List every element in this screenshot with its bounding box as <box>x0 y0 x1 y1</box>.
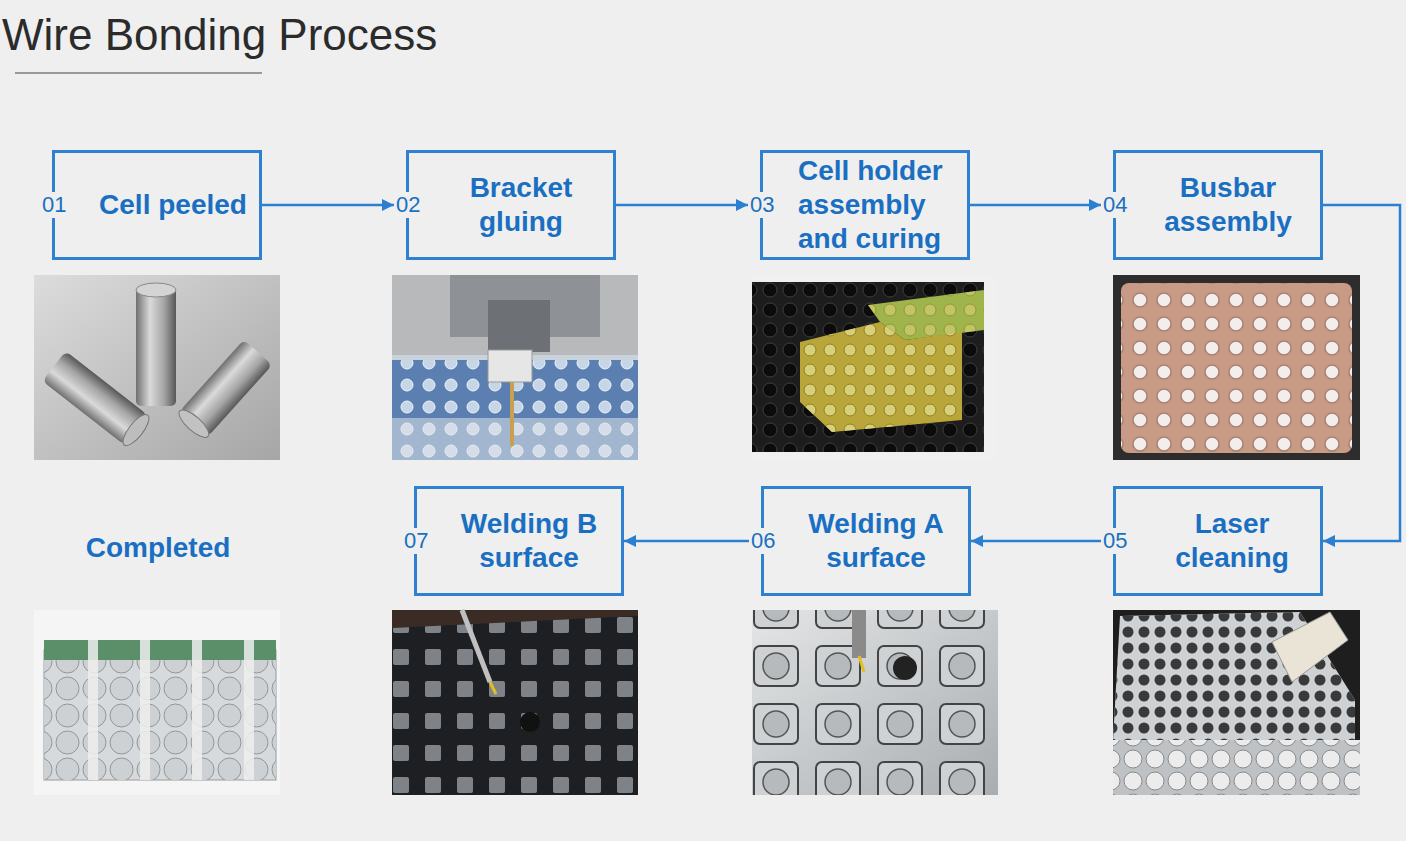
cell-holder <box>752 282 984 452</box>
laser-photo <box>1113 610 1360 795</box>
step-label: Bracket gluing <box>439 171 603 239</box>
step-label: Busbar assembly <box>1146 171 1310 239</box>
step-number: 04 <box>1101 192 1129 218</box>
pack-photo <box>34 610 280 795</box>
step-label: Welding B surface <box>447 507 611 575</box>
cell-cap <box>175 406 213 442</box>
busbar-holes <box>1121 283 1352 453</box>
process-box: 03Cell holder assembly and curing <box>760 150 970 260</box>
flow-arrow <box>971 540 1101 543</box>
gluing-photo <box>392 275 638 460</box>
step-number: 03 <box>748 192 776 218</box>
flow-arrow <box>616 204 748 207</box>
photo-background <box>392 275 638 460</box>
weld-pads <box>752 610 998 795</box>
process-box: 06Welding A surface <box>761 486 971 596</box>
pcb <box>44 640 276 660</box>
photo-background <box>1113 275 1360 460</box>
bond-wire <box>490 682 496 694</box>
plate-holes <box>1113 612 1355 740</box>
weld-a-photo <box>752 610 998 795</box>
process-box: 01Cell peeled <box>52 150 262 260</box>
step-label: Laser cleaning <box>1152 507 1312 575</box>
step-label: Welding A surface <box>794 507 958 575</box>
busbar-strip <box>88 640 98 780</box>
insulation-holes <box>800 322 962 432</box>
bond-head <box>462 610 490 682</box>
pack-body <box>44 650 276 780</box>
pack-cells <box>44 650 276 780</box>
step-label: Cell peeled <box>99 188 247 222</box>
title-underline <box>15 73 262 74</box>
process-box: 02Bracket gluing <box>406 150 616 260</box>
fiducial <box>520 712 540 732</box>
copper-busbar <box>1121 283 1352 453</box>
laser-head <box>1272 612 1348 682</box>
step-number: 02 <box>394 192 422 218</box>
holder-photo <box>752 275 998 460</box>
photo-background <box>392 610 638 795</box>
cell-tops <box>1113 740 1360 795</box>
photo-background <box>34 275 280 460</box>
flow-arrow <box>624 540 749 543</box>
step-number: 05 <box>1101 528 1129 554</box>
cell-body <box>136 286 176 406</box>
step-number: 01 <box>40 192 68 218</box>
holder-holes <box>752 282 984 452</box>
flow-arrow <box>1323 205 1400 541</box>
glue-needle <box>510 382 514 446</box>
insulation-sheet <box>800 322 962 432</box>
photo-background <box>752 610 998 795</box>
flow-arrow <box>970 204 1101 207</box>
photo-background <box>752 275 998 460</box>
process-box: 05Laser cleaning <box>1113 486 1323 596</box>
cell-cylinder <box>175 340 272 442</box>
photo-background <box>34 610 280 795</box>
bracket-sheet <box>392 418 638 460</box>
stage-label: Completed <box>34 530 282 566</box>
weld-b-photo <box>392 610 638 795</box>
page-title: Wire Bonding Process <box>2 10 437 60</box>
dispenser <box>488 350 532 382</box>
perforated-plate <box>1113 612 1355 740</box>
fiducial <box>893 656 917 680</box>
photo-background <box>1113 610 1360 795</box>
machine-block <box>488 300 550 352</box>
step-number: 07 <box>402 528 430 554</box>
flow-arrow <box>262 204 394 207</box>
cell-cap <box>136 283 176 297</box>
step-label: Cell holder assembly and curing <box>798 154 959 256</box>
machine-frame <box>392 275 638 355</box>
step-number: 06 <box>749 528 777 554</box>
process-box: 04Busbar assembly <box>1113 150 1323 260</box>
busbar-photo <box>1113 275 1360 460</box>
holder-plate <box>392 616 638 795</box>
cell-cap <box>119 411 153 450</box>
cell-row <box>1113 740 1360 795</box>
bond-head <box>852 610 866 658</box>
square-windows <box>392 616 638 795</box>
cell-photo <box>34 275 280 460</box>
bond-wire <box>859 656 864 672</box>
busbar-strip <box>140 640 150 780</box>
process-box: 07Welding B surface <box>414 486 624 596</box>
busbar-strip <box>192 640 202 780</box>
busbar-strip <box>244 640 254 780</box>
